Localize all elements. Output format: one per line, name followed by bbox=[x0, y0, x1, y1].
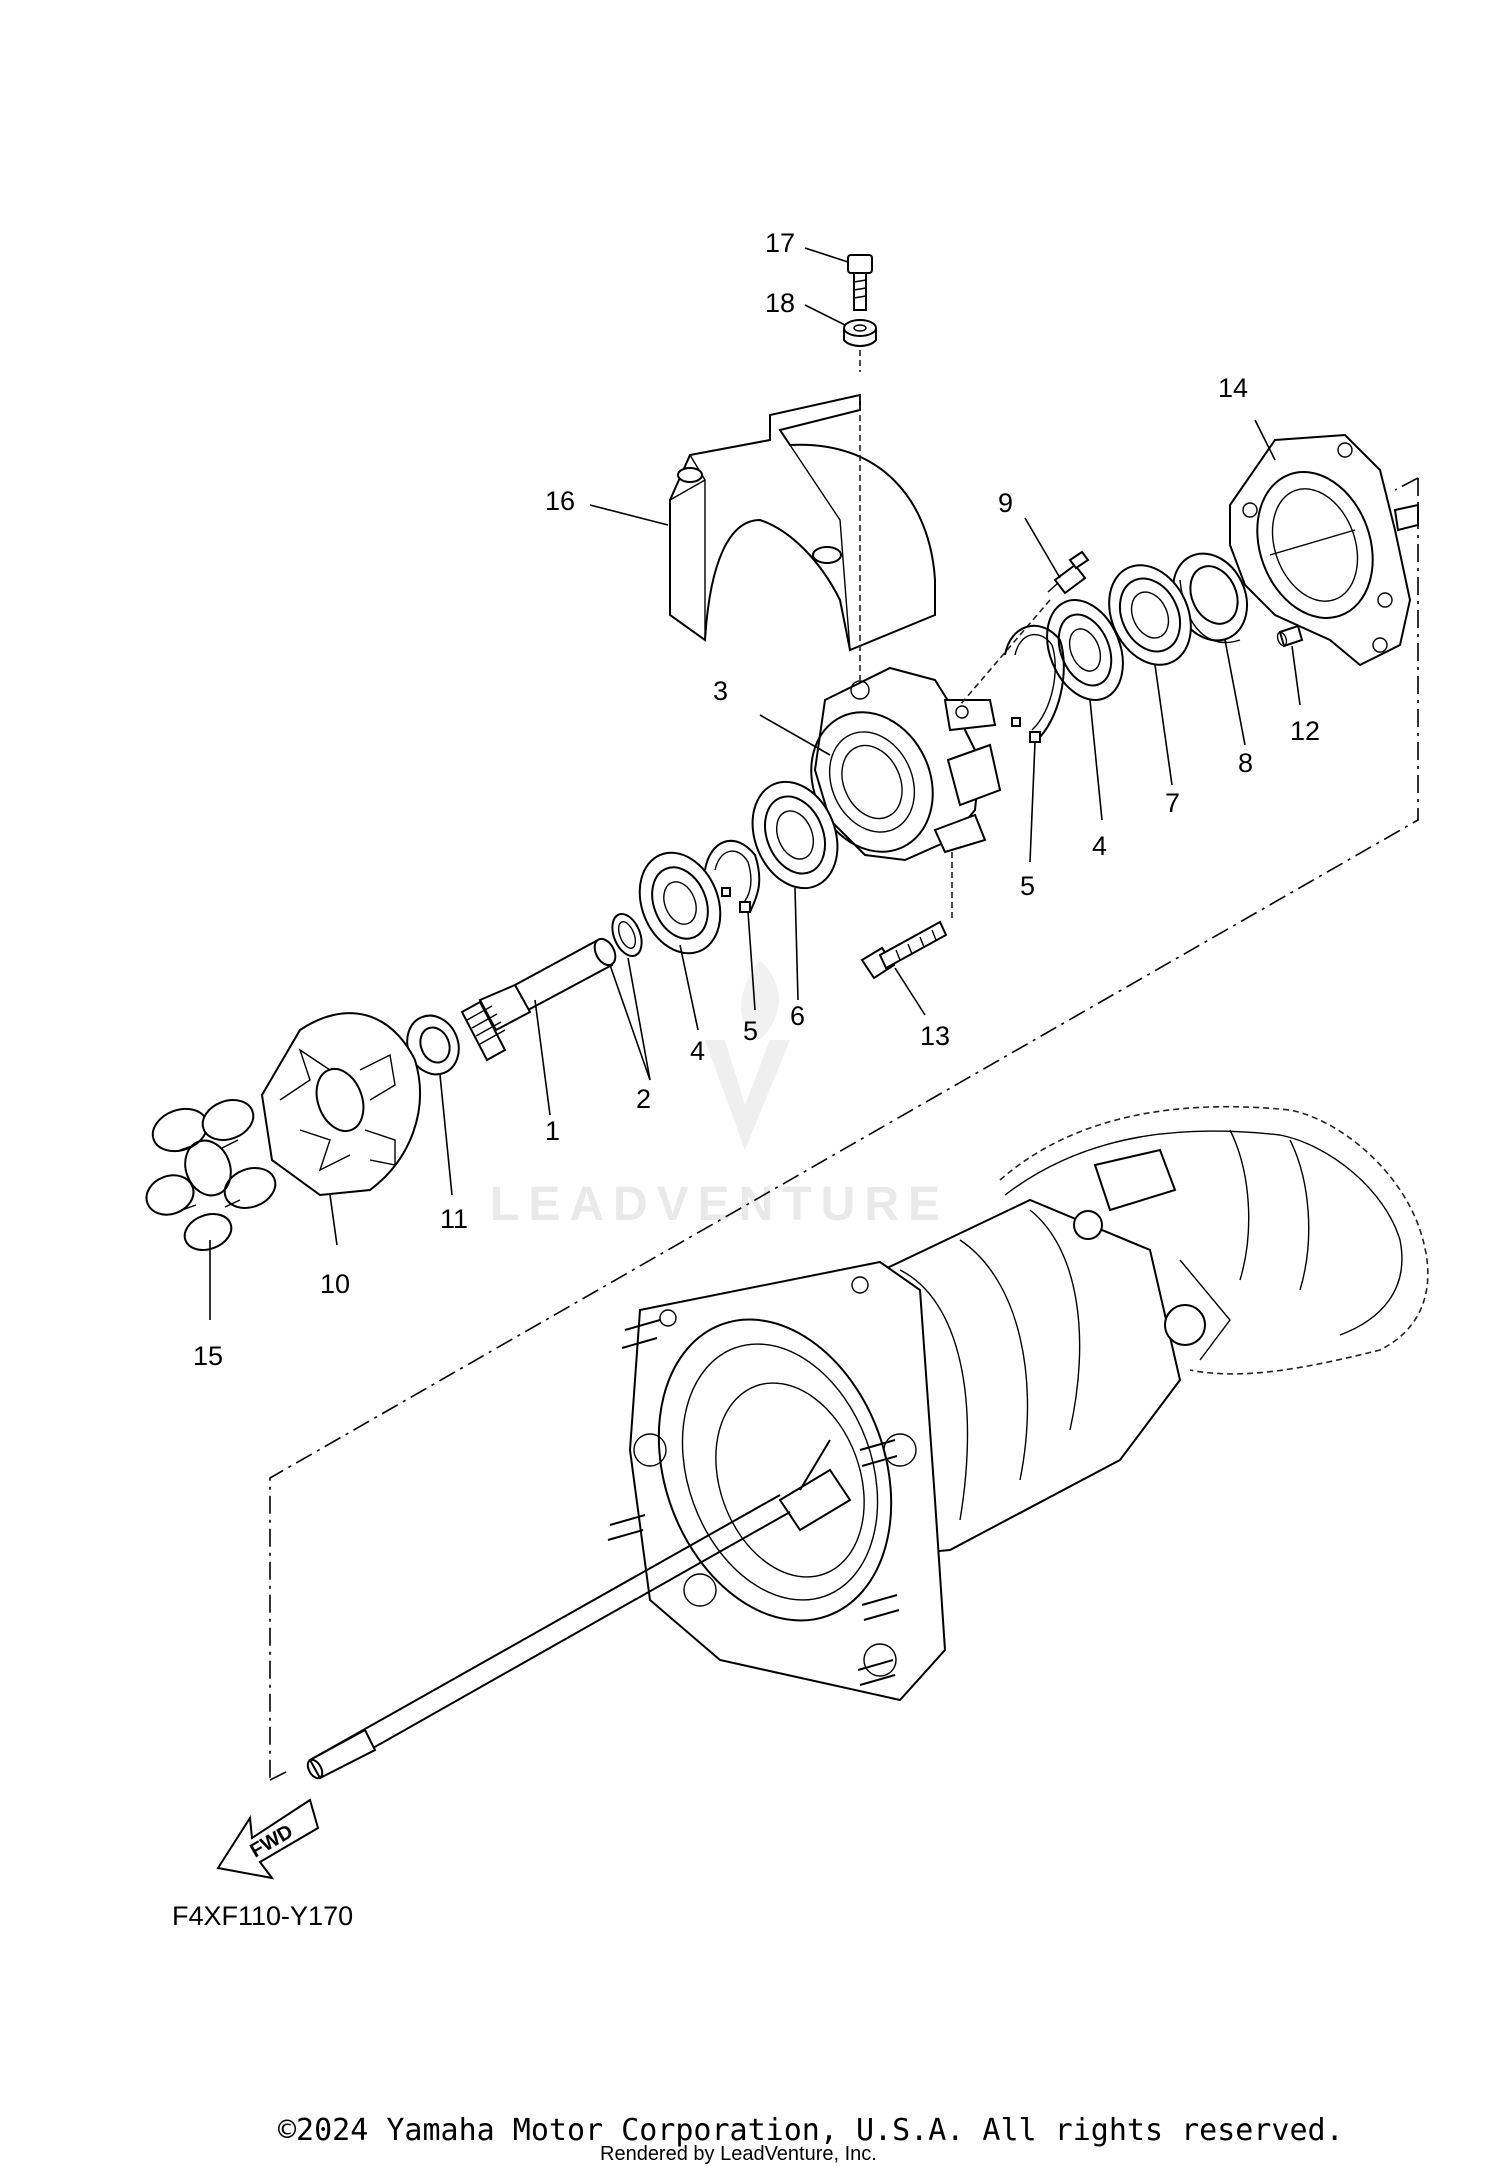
part-18-washer bbox=[843, 319, 877, 347]
watermark-text: LEADVENTURE bbox=[490, 1178, 949, 1231]
rendered-by-text: Rendered by LeadVenture, Inc. bbox=[600, 2143, 877, 2165]
callout-9: 9 bbox=[998, 488, 1013, 518]
callout-5-upper: 5 bbox=[1020, 871, 1035, 901]
part-14-housing-plate bbox=[1229, 433, 1419, 667]
watermark: LEADVENTURE bbox=[490, 960, 949, 1231]
part-5-circlip-lower bbox=[704, 839, 761, 913]
copyright-text: ©2024 Yamaha Motor Corporation, U.S.A. A… bbox=[278, 2113, 1344, 2148]
callout-2: 2 bbox=[636, 1084, 651, 1114]
callout-8: 8 bbox=[1238, 748, 1253, 778]
callout-13: 13 bbox=[920, 1021, 950, 1051]
callout-4-upper: 4 bbox=[1092, 831, 1107, 861]
part-17-bolt bbox=[847, 254, 873, 311]
callout-7: 7 bbox=[1165, 788, 1180, 818]
callout-leaders bbox=[209, 247, 1301, 1320]
part-6-bearing bbox=[751, 780, 839, 890]
part-12-dowel-pin bbox=[1276, 624, 1304, 648]
callout-12: 12 bbox=[1290, 716, 1320, 746]
drive-shaft bbox=[306, 1494, 791, 1780]
callout-5-lower: 5 bbox=[743, 1016, 758, 1046]
callout-4-lower: 4 bbox=[690, 1036, 705, 1066]
part-4-bearing-upper bbox=[1046, 599, 1124, 701]
fwd-arrow: FWD bbox=[216, 1798, 320, 1880]
callout-17: 17 bbox=[765, 228, 795, 258]
part-9-grease-nipple bbox=[1047, 550, 1090, 595]
callout-11: 11 bbox=[440, 1204, 468, 1234]
callout-3: 3 bbox=[713, 676, 728, 706]
figure-code: F4XF110-Y170 bbox=[172, 1901, 353, 1931]
part-5-circlip-upper bbox=[1004, 624, 1065, 743]
part-13-bolt bbox=[860, 920, 948, 980]
part-16-cover bbox=[669, 393, 936, 652]
part-15-damper bbox=[145, 1099, 277, 1251]
callout-1: 1 bbox=[545, 1116, 560, 1146]
part-4-bearing-lower bbox=[638, 851, 722, 955]
jet-pump-housing bbox=[607, 1105, 1429, 1702]
callout-16: 16 bbox=[545, 486, 575, 516]
assembly-outline bbox=[269, 477, 1419, 1781]
callout-15: 15 bbox=[193, 1341, 223, 1371]
alignment-line-9 bbox=[959, 599, 1051, 706]
part-2-o-rings bbox=[611, 913, 643, 957]
callout-10: 10 bbox=[320, 1269, 350, 1299]
part-10-coupling bbox=[260, 1012, 421, 1197]
callout-18: 18 bbox=[765, 288, 795, 318]
part-1-shaft bbox=[460, 937, 617, 1062]
callout-14: 14 bbox=[1218, 373, 1248, 403]
callout-6: 6 bbox=[790, 1001, 805, 1031]
callout-labels: 1 2 3 4 4 5 5 6 7 8 9 10 11 12 13 14 15 … bbox=[193, 228, 1320, 1371]
part-3-bearing-housing bbox=[810, 666, 1002, 862]
